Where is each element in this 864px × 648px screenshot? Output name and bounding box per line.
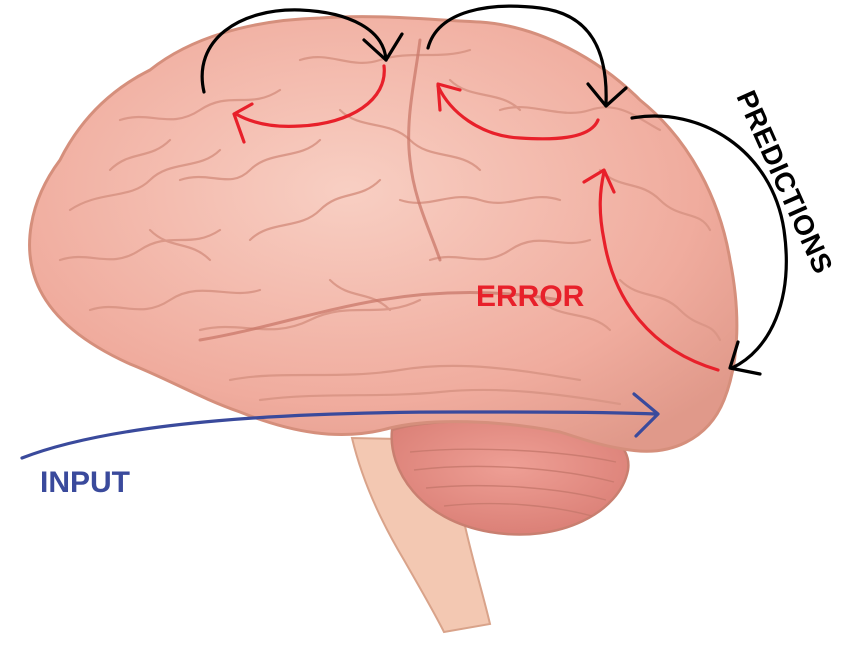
error-label: ERROR — [476, 280, 585, 313]
input-label: INPUT — [40, 466, 130, 499]
